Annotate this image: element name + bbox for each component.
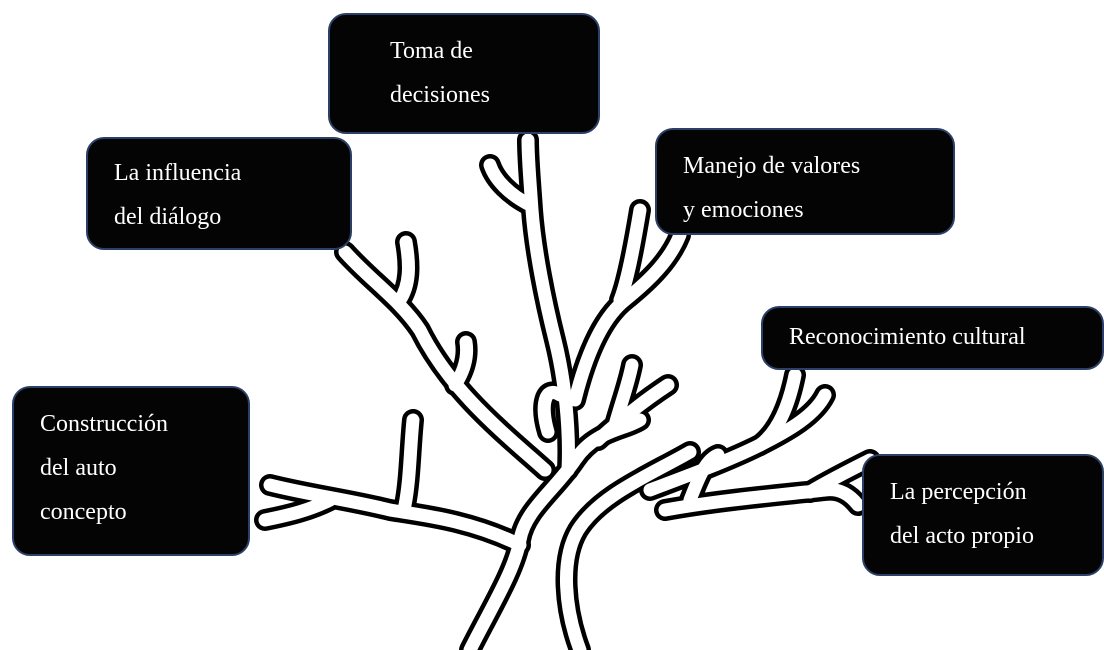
label-line: del diálogo (114, 204, 222, 230)
label-line: Manejo de valores (683, 153, 861, 179)
label-line: concepto (40, 499, 127, 525)
label-line: Construcción (40, 411, 168, 437)
label-line: del acto propio (890, 523, 1034, 549)
label-box-manejo-valores: Manejo de valores y emociones (655, 128, 955, 235)
label-box-percepcion-acto-propio: La percepción del acto propio (862, 454, 1104, 576)
label-box-influencia-dialogo: La influencia del diálogo (86, 137, 352, 250)
label-box-construccion-autoconcepto: Construcción del auto concepto (12, 386, 250, 556)
label-line: y emociones (683, 197, 804, 223)
label-line: decisiones (390, 82, 490, 108)
label-line: La influencia (114, 160, 242, 186)
label-box-reconocimiento-cultural: Reconocimiento cultural (761, 306, 1104, 370)
label-line: Toma de (390, 38, 473, 64)
label-line: Reconocimiento cultural (789, 324, 1026, 350)
label-line: del auto (40, 455, 117, 481)
label-line: La percepción (890, 479, 1027, 505)
label-box-toma-de-decisiones: Toma de decisiones (328, 13, 600, 134)
tree-fill-layer (258, 133, 877, 650)
